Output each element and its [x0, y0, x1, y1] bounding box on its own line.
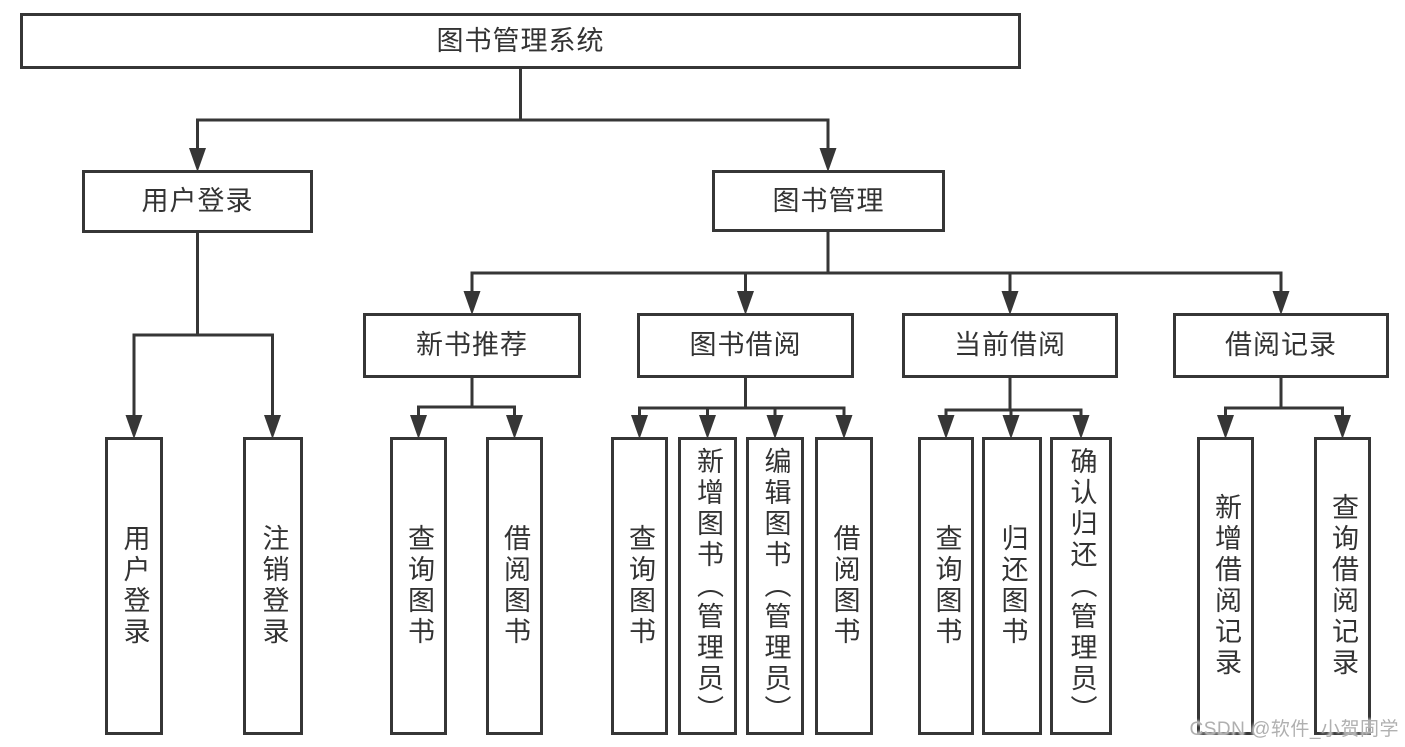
leaf-user-login: 用户登录 [105, 437, 163, 735]
leaf-edit-book-admin: 编辑图书（管理员） [746, 437, 804, 735]
node-label: 归还图书 [997, 524, 1028, 648]
node-label: 新增借阅记录 [1211, 493, 1241, 679]
node-label: 注销登录 [258, 524, 289, 648]
node-label: 图书借阅 [689, 330, 802, 360]
node-borrow-records: 借阅记录 [1173, 313, 1389, 378]
node-label: 编辑图书（管理员） [760, 446, 791, 726]
leaf-query-borrow-record: 查询借阅记录 [1314, 437, 1371, 735]
node-label: 新书推荐 [416, 330, 528, 360]
node-label: 新增图书（管理员） [693, 446, 723, 726]
node-label: 查询图书 [404, 524, 434, 648]
node-new-book-recommend: 新书推荐 [363, 313, 581, 378]
leaf-confirm-return-admin: 确认归还（管理员） [1050, 437, 1112, 735]
connector-shafts [132, 69, 1344, 417]
arrowhead-triangles [125, 148, 1351, 439]
node-label: 当前借阅 [954, 330, 1066, 360]
node-label: 图书管理 [772, 185, 885, 216]
node-label: 图书管理系统 [436, 25, 605, 56]
node-label: 查询图书 [931, 524, 962, 648]
node-label: 借阅记录 [1225, 330, 1337, 360]
node-label: 确认归还（管理员） [1066, 446, 1097, 726]
watermark: CSDN @软件_小贺同学 [1189, 719, 1399, 740]
leaf-add-borrow-record: 新增借阅记录 [1197, 437, 1254, 735]
node-label: 查询图书 [625, 524, 655, 648]
leaf-logout-login: 注销登录 [243, 437, 303, 735]
node-label: 借阅图书 [500, 524, 530, 648]
node-current-borrow: 当前借阅 [902, 313, 1118, 378]
node-label: 查询借阅记录 [1328, 493, 1358, 679]
node-book-management: 图书管理 [712, 170, 945, 232]
node-label: 用户登录 [141, 186, 254, 216]
leaf-add-book-admin: 新增图书（管理员） [678, 437, 737, 735]
leaf-query-book-2: 查询图书 [611, 437, 668, 735]
node-label: 借阅图书 [829, 524, 860, 648]
leaf-return-book: 归还图书 [982, 437, 1042, 735]
node-user-login: 用户登录 [82, 170, 313, 233]
leaf-query-book-1: 查询图书 [390, 437, 447, 735]
leaf-borrow-book-2: 借阅图书 [815, 437, 873, 735]
leaf-borrow-book-1: 借阅图书 [486, 437, 543, 735]
node-book-borrow: 图书借阅 [637, 313, 854, 378]
node-library-management-system: 图书管理系统 [20, 13, 1021, 69]
node-label: 用户登录 [119, 524, 150, 648]
leaf-query-book-3: 查询图书 [918, 437, 974, 735]
